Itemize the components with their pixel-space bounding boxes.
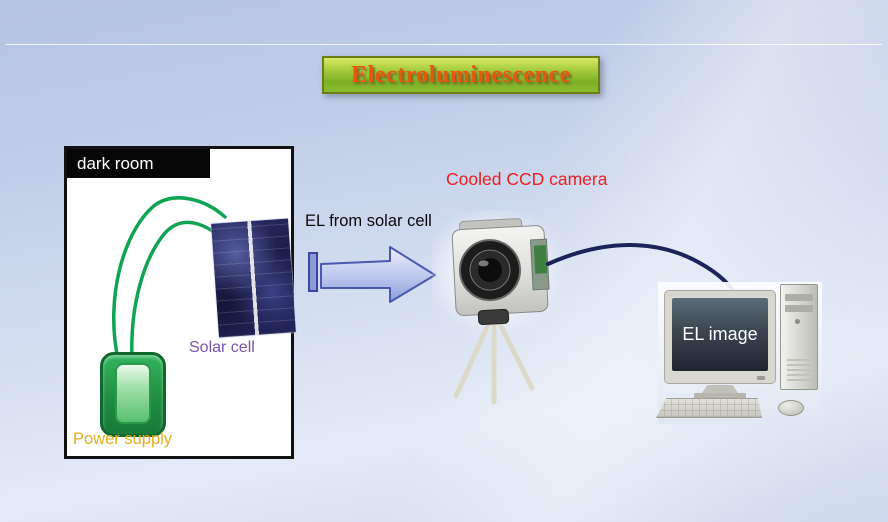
solar-cell-label: Solar cell bbox=[189, 339, 255, 356]
computer-tower bbox=[780, 284, 818, 390]
ccd-camera-image bbox=[436, 216, 552, 405]
monitor: EL image bbox=[664, 290, 776, 384]
camera-label: Cooled CCD camera bbox=[446, 169, 608, 189]
drive-bay bbox=[785, 305, 813, 312]
monitor-stand bbox=[702, 385, 738, 393]
power-supply-panel bbox=[115, 363, 151, 424]
monitor-screen: EL image bbox=[672, 298, 768, 371]
mouse bbox=[778, 400, 804, 416]
monitor-power-button bbox=[757, 376, 765, 380]
tower-power-button bbox=[795, 319, 800, 324]
el-image-label: EL image bbox=[682, 324, 758, 344]
keyboard bbox=[656, 398, 762, 418]
dark-room-label: dark room bbox=[67, 149, 210, 178]
monitor-stand-base bbox=[694, 393, 746, 399]
right-block-arrow-icon bbox=[308, 246, 436, 303]
solar-cell-image bbox=[211, 218, 296, 338]
tower-vents bbox=[787, 359, 811, 381]
power-supply-image bbox=[100, 352, 166, 437]
dark-room-label-text: dark room bbox=[77, 153, 154, 173]
desktop-computer-image: EL image bbox=[656, 282, 822, 424]
page-title: Electroluminescence bbox=[351, 61, 571, 88]
el-arrow-label: EL from solar cell bbox=[305, 212, 432, 230]
dark-room-box: dark room Solar cell Power supply bbox=[64, 146, 296, 459]
drive-bay bbox=[785, 294, 813, 301]
green-wires-icon bbox=[111, 196, 232, 361]
title-box: Electroluminescence bbox=[322, 56, 600, 94]
divider-line bbox=[6, 44, 882, 45]
power-supply-label: Power supply bbox=[73, 430, 173, 448]
